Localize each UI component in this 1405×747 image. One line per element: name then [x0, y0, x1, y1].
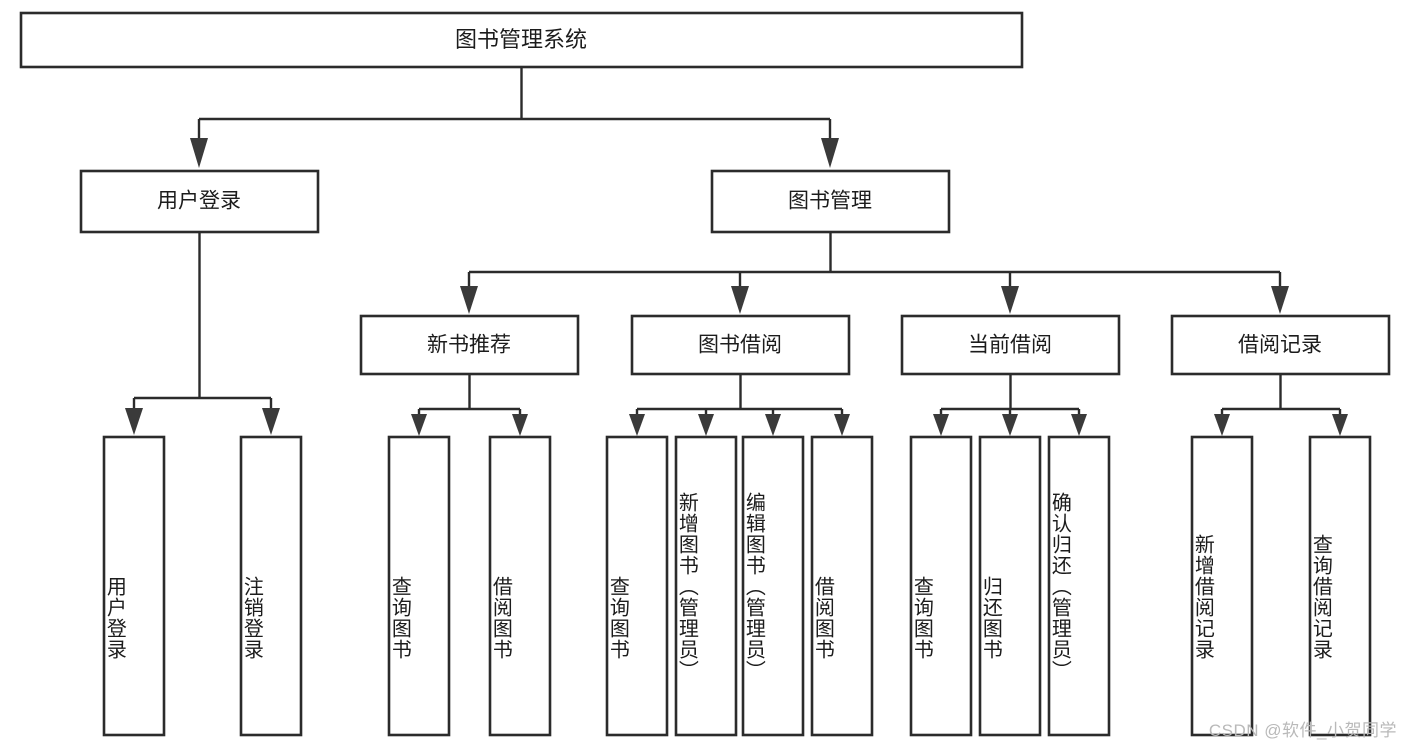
- node-new-book-recommend[interactable]: 新书推荐: [359, 314, 580, 376]
- node-borrow-record[interactable]: 借阅记录: [1170, 314, 1391, 376]
- arrow-head-leaf-query-book-1: [411, 414, 427, 436]
- leaf-box-group: [102, 435, 1372, 737]
- arrow-head-leaf-add-book: [698, 414, 714, 436]
- node-book-manage-label: 图书管理: [788, 190, 872, 213]
- node-book-borrow[interactable]: 图书借阅: [630, 314, 851, 376]
- leaf-box-borrow-book-1[interactable]: [488, 435, 552, 737]
- arrow-head-leaf-edit-book: [765, 414, 781, 436]
- leaf-box-borrow-book-2[interactable]: [810, 435, 874, 737]
- node-book-manage[interactable]: 图书管理: [710, 169, 951, 234]
- leaf-box-query-book-3[interactable]: [909, 435, 973, 737]
- arrow-head-new-book-recommend: [460, 286, 478, 314]
- connector-group-user-login: [125, 232, 280, 435]
- node-current-borrow-label: 当前借阅: [968, 334, 1052, 357]
- arrow-head-book-borrow: [731, 286, 749, 314]
- leaf-box-user-login[interactable]: [102, 435, 166, 737]
- leaf-box-return-book[interactable]: [978, 435, 1042, 737]
- node-current-borrow[interactable]: 当前借阅: [900, 314, 1121, 376]
- arrow-head-book-manage: [821, 138, 839, 168]
- node-borrow-record-box[interactable]: [1170, 314, 1391, 376]
- arrow-head-leaf-query-book-2: [629, 414, 645, 436]
- arrow-head-leaf-query-book-3: [933, 414, 949, 436]
- node-root-label: 图书管理系统: [455, 27, 587, 52]
- leaf-box-add-borrow-record[interactable]: [1190, 435, 1254, 737]
- node-book-manage-box[interactable]: [710, 169, 951, 234]
- connector-group-new-book-recommend: [411, 374, 528, 436]
- arrow-head-leaf-borrow-book-1: [512, 414, 528, 436]
- connector-group-book-borrow: [629, 374, 850, 436]
- leaf-box-logout-login[interactable]: [239, 435, 303, 737]
- arrow-head-leaf-logout: [262, 408, 280, 435]
- node-root[interactable]: 图书管理系统: [19, 11, 1024, 69]
- node-new-book-recommend-label: 新书推荐: [427, 334, 511, 357]
- node-new-book-recommend-box[interactable]: [359, 314, 580, 376]
- node-user-login-box[interactable]: [79, 169, 320, 234]
- arrow-head-leaf-user-login: [125, 408, 143, 435]
- leaf-box-edit-book-admin[interactable]: [741, 435, 805, 737]
- connector-group-borrow-record: [1214, 374, 1348, 436]
- leaf-box-query-book-2[interactable]: [605, 435, 669, 737]
- leaf-box-query-borrow-record[interactable]: [1308, 435, 1372, 737]
- node-current-borrow-box[interactable]: [900, 314, 1121, 376]
- node-root-box[interactable]: [19, 11, 1024, 69]
- arrow-head-user-login: [190, 138, 208, 168]
- arrow-head-leaf-return-book: [1002, 414, 1018, 436]
- node-user-login-label: 用户登录: [157, 190, 241, 213]
- arrow-head-leaf-confirm-return: [1071, 414, 1087, 436]
- connector-group-current-borrow: [933, 374, 1087, 436]
- leaf-box-confirm-return-admin[interactable]: [1047, 435, 1111, 737]
- leaf-box-add-book-admin[interactable]: [674, 435, 738, 737]
- arrow-head-leaf-add-record: [1214, 414, 1230, 436]
- node-book-borrow-label: 图书借阅: [698, 334, 782, 357]
- connector-group-root: [190, 67, 839, 168]
- node-book-borrow-box[interactable]: [630, 314, 851, 376]
- arrow-head-current-borrow: [1001, 286, 1019, 314]
- leaf-box-query-book-1[interactable]: [387, 435, 451, 737]
- watermark-text: CSDN @软件_小贺同学: [1208, 721, 1397, 740]
- node-user-login[interactable]: 用户登录: [79, 169, 320, 234]
- connector-group-book-manage: [460, 232, 1289, 314]
- arrow-head-leaf-query-record: [1332, 414, 1348, 436]
- node-borrow-record-label: 借阅记录: [1238, 334, 1322, 357]
- arrow-head-borrow-record: [1271, 286, 1289, 314]
- arrow-head-leaf-borrow-book-2: [834, 414, 850, 436]
